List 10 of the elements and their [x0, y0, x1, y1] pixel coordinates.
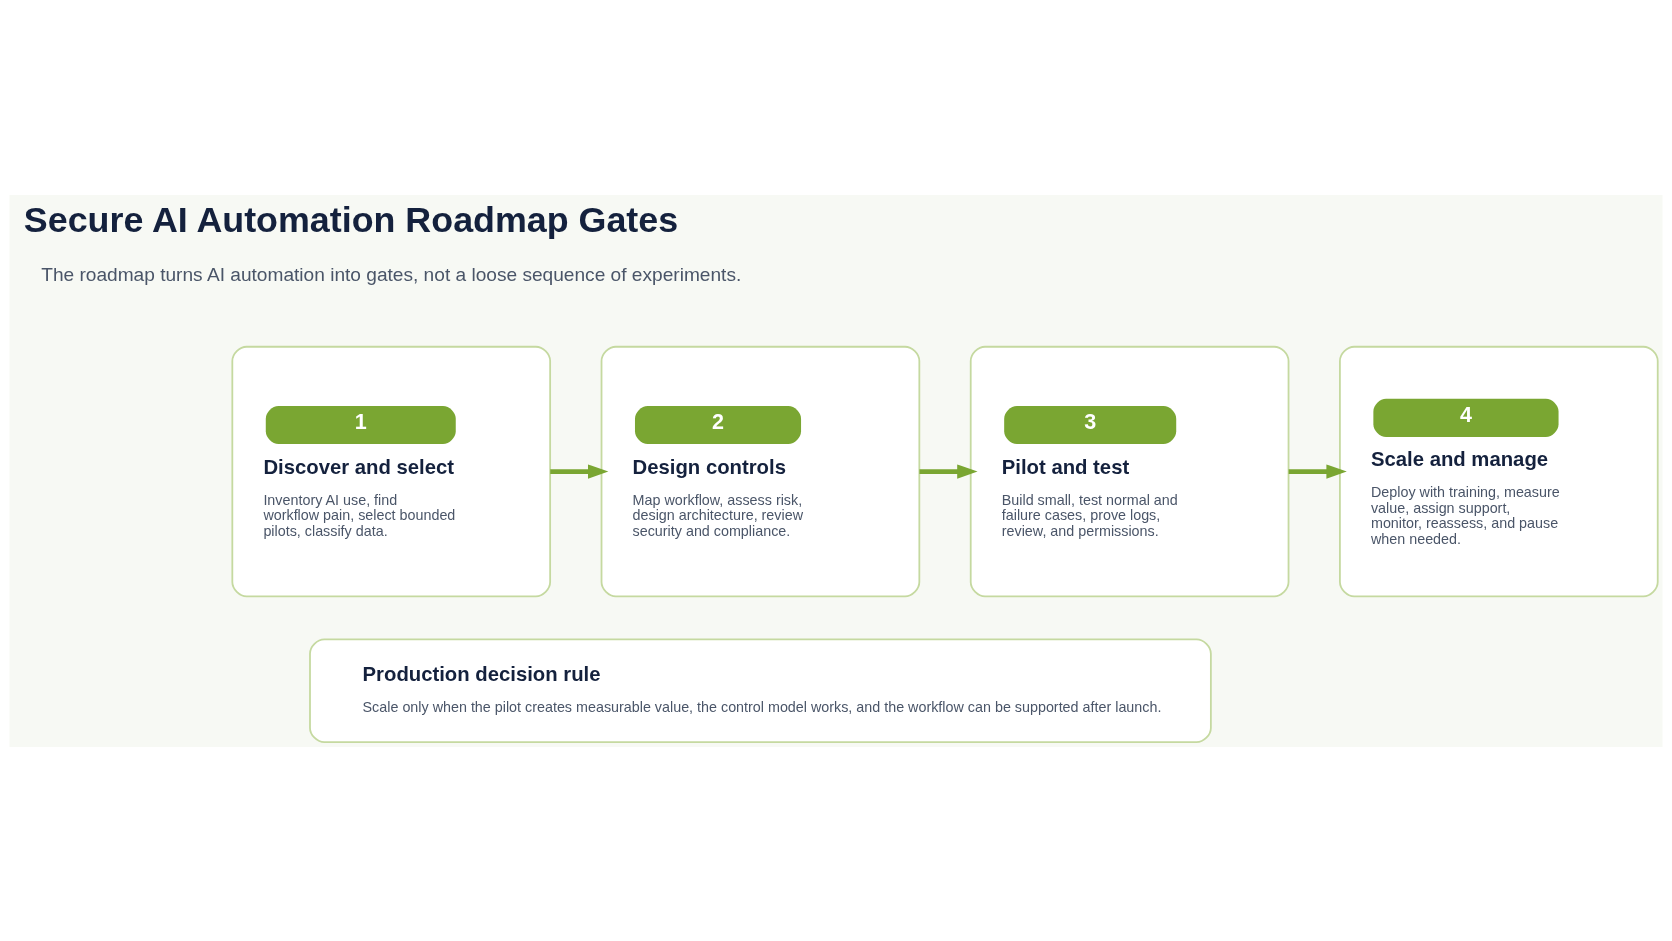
arrow	[1288, 463, 1347, 479]
arrow	[550, 463, 609, 479]
node-box: 1 Discover and select Inventory AI use, find workflow pain, select bounded pilots, classify data.	[231, 345, 552, 597]
node-box: 4 Scale and manage Deploy with training, measure value, assign support, monitor, reassess, and pause when needed.	[1339, 345, 1659, 597]
arrow	[919, 463, 978, 479]
node-box: 3 Pilot and test Build small, test normal and failure cases, prove logs, review, and permissions.	[969, 345, 1290, 597]
label: The roadmap turns AI automation into gates, not a loose sequence of experiments.	[41, 263, 742, 285]
node-box: Production decision rule Scale only when the pilot creates measurable value, the control model works, and the workflow can be supported after launch.	[309, 638, 1212, 743]
diagram-title: Secure AI Automation Roadmap Gates	[23, 199, 679, 240]
node-box: 2 Design controls Map workflow, assess risk, design architecture, review security and compliance.	[600, 345, 921, 597]
